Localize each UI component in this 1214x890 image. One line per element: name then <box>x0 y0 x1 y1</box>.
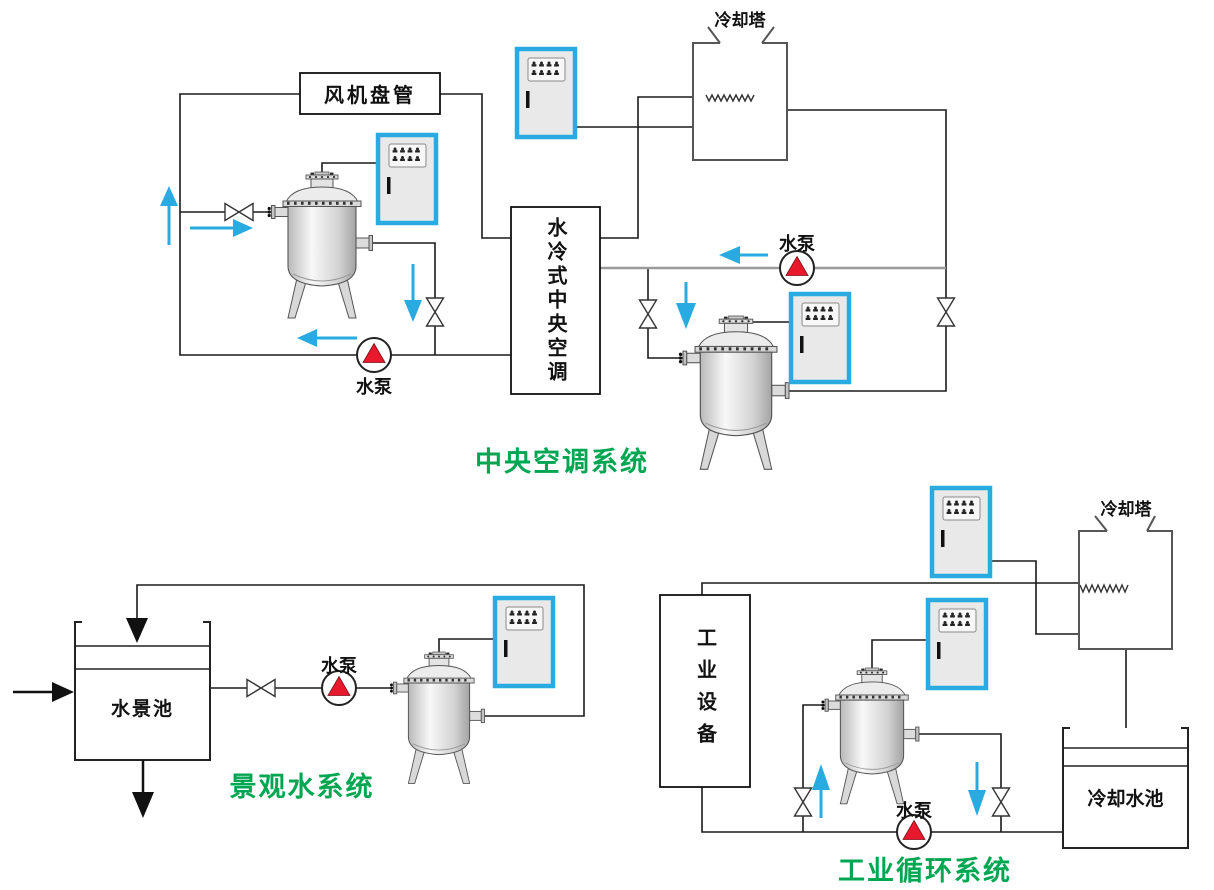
pump-label: 水泵 <box>779 234 815 254</box>
cooling-tower <box>692 26 788 161</box>
central-ac-system <box>160 26 956 470</box>
inflow-arrow-right <box>13 682 74 702</box>
control-panel <box>928 600 986 688</box>
chiller-box <box>510 206 601 395</box>
flow-arrow-up <box>160 186 178 245</box>
fan-coil-box <box>299 72 441 115</box>
valve-icon <box>991 787 1011 817</box>
cooling-pool-tank <box>1062 727 1189 849</box>
landscape-title: 景观水系统 <box>229 772 375 802</box>
flow-arrows <box>160 186 768 347</box>
water-zigzag <box>1079 583 1129 594</box>
control-panel <box>932 488 990 576</box>
control-panel <box>378 135 436 223</box>
cooling-tower-label: 冷却塔 <box>1100 500 1152 519</box>
industrial-circulation-system <box>659 488 1189 850</box>
valve-icon <box>793 787 813 817</box>
pump-label: 水泵 <box>356 377 392 397</box>
pump-label: 水泵 <box>896 801 932 821</box>
valve-icon <box>936 297 956 327</box>
pool-tank <box>74 621 211 761</box>
flow-arrow-left <box>297 329 357 347</box>
pump-icon <box>779 250 815 286</box>
valve-icon <box>425 297 445 327</box>
flow-arrow-up <box>812 764 830 818</box>
valve-icon <box>224 202 254 222</box>
flow-arrows <box>812 762 986 818</box>
flow-arrow-left <box>719 246 768 264</box>
cooling-pool-label: 冷却水池 <box>1087 788 1164 810</box>
inflow-arrow-down <box>126 618 148 643</box>
outflow-arrow-down <box>132 760 154 818</box>
cooling-tower <box>1078 515 1173 650</box>
water-processor-vessel <box>267 171 374 319</box>
flow-arrow-down <box>676 282 696 329</box>
flow-arrow-down <box>968 762 986 816</box>
control-panel <box>517 49 575 137</box>
industrial-equipment-box <box>659 594 751 788</box>
water-processor-vessel <box>389 651 485 784</box>
central-ac-title: 中央空调系统 <box>475 447 649 477</box>
industrial-title: 工业循环系统 <box>838 856 1012 886</box>
pump-icon <box>356 337 392 373</box>
valve-icon <box>638 299 658 329</box>
control-panel <box>791 294 849 382</box>
landscape-water-system <box>13 584 585 818</box>
water-processor-vessel <box>678 315 790 470</box>
fan-coil-label: 风机盘管 <box>324 85 416 107</box>
water-processor-vessel <box>820 667 920 805</box>
water-zigzag <box>705 93 755 103</box>
valve-icon <box>246 678 276 698</box>
flow-arrow-right <box>190 219 253 237</box>
cooling-tower-label: 冷却塔 <box>714 11 766 30</box>
equipment-label: 工业设备 <box>693 627 716 755</box>
pool-label: 水景池 <box>110 698 174 720</box>
flow-arrow-down <box>404 264 422 322</box>
pump-label: 水泵 <box>321 656 357 676</box>
chiller-label: 水冷式中央空调 <box>544 216 566 385</box>
control-panel <box>495 598 553 686</box>
